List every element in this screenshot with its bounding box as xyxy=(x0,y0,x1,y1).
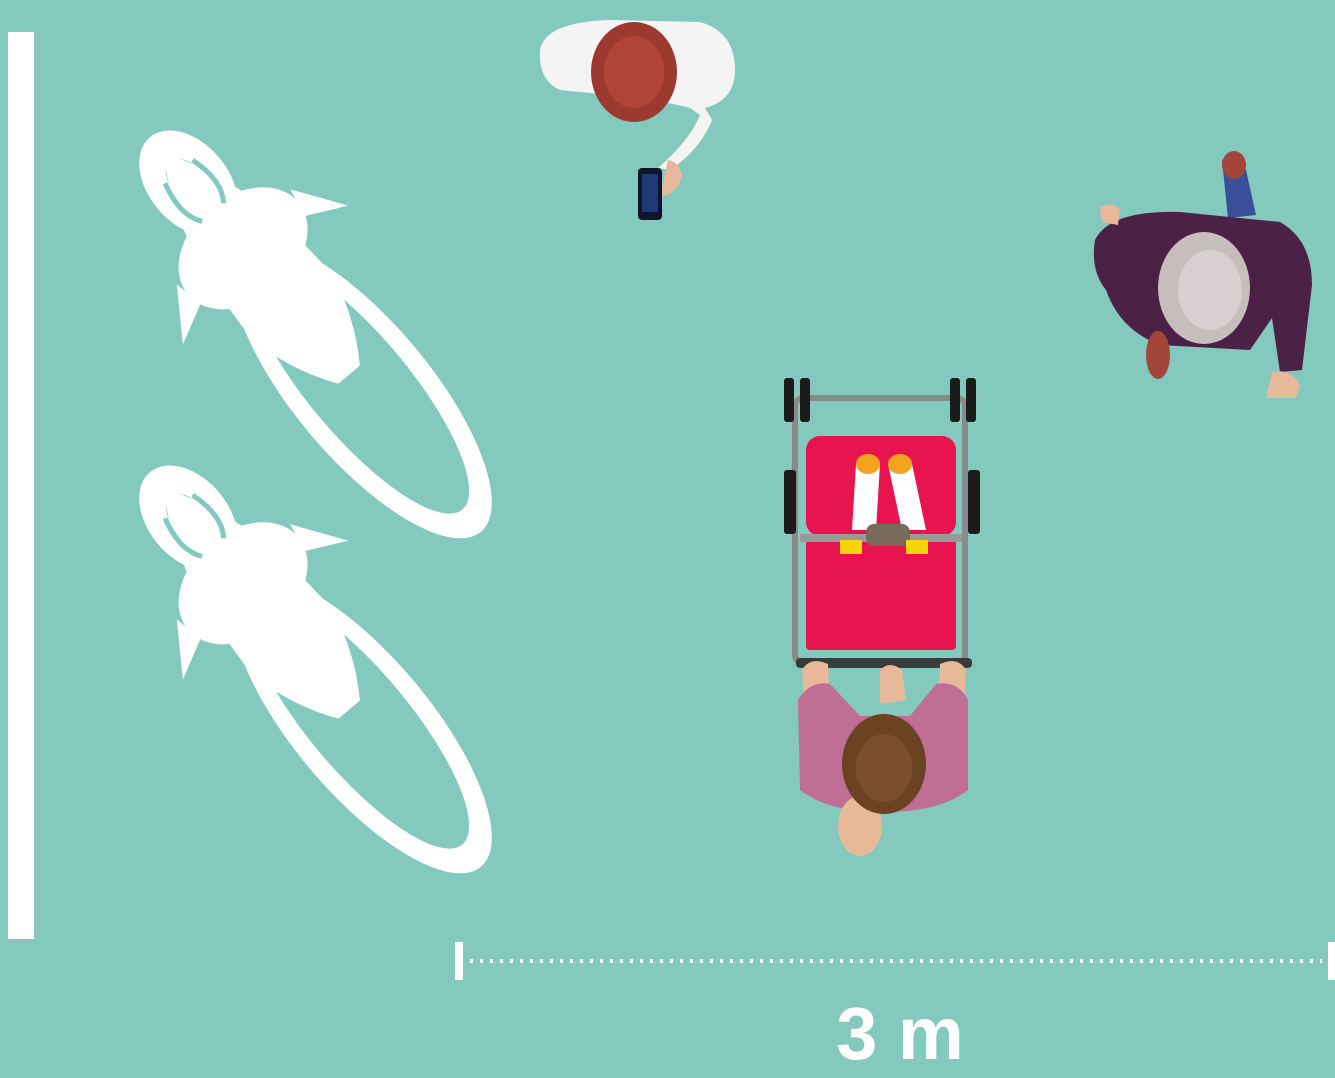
bicycle-icon xyxy=(67,68,564,601)
bike-lane-line xyxy=(8,32,34,939)
dimension-label: 3 m xyxy=(780,992,1020,1076)
pedestrian-elderly-icon xyxy=(1094,151,1312,398)
pedestrian-with-phone-icon xyxy=(540,20,735,220)
dimension-line xyxy=(455,942,1335,980)
pedestrian-with-stroller-icon xyxy=(784,378,980,856)
